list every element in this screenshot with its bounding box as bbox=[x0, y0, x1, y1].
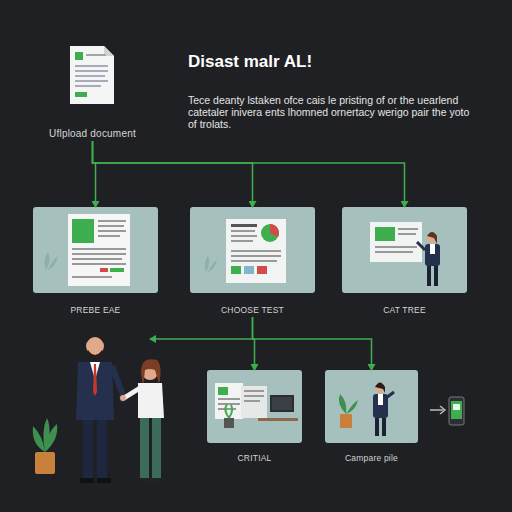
path-shape bbox=[33, 418, 58, 452]
path-shape bbox=[88, 350, 102, 358]
step-card: CRITIAL bbox=[207, 370, 302, 465]
node-label: Uflpload document bbox=[40, 128, 145, 139]
rect-shape bbox=[75, 75, 105, 77]
circle-shape bbox=[120, 395, 126, 401]
flow-connector bbox=[93, 141, 405, 207]
rect-shape bbox=[139, 478, 150, 482]
rect-shape bbox=[80, 478, 94, 483]
node-label: Campare pile bbox=[315, 453, 428, 463]
phone-icon bbox=[430, 397, 464, 425]
node-label: CAT TREE bbox=[332, 305, 477, 315]
path-shape bbox=[90, 362, 100, 380]
rect-shape bbox=[75, 65, 108, 67]
rect-shape bbox=[453, 404, 460, 410]
path-shape bbox=[104, 46, 114, 56]
rect-shape bbox=[451, 401, 462, 419]
path-shape bbox=[112, 366, 124, 400]
path-shape bbox=[138, 383, 164, 418]
rect-shape bbox=[97, 420, 107, 480]
node-label: CHOOSE TEST bbox=[180, 305, 325, 315]
rect-shape bbox=[75, 92, 87, 97]
diagram-title: Disast malr AL! bbox=[188, 52, 488, 72]
description-text: Tece deanty lstaken ofce cais le pristin… bbox=[188, 94, 473, 130]
circle-shape bbox=[86, 337, 104, 355]
card-box bbox=[342, 207, 467, 293]
flow-connector bbox=[93, 141, 96, 207]
path-shape bbox=[430, 409, 443, 411]
path-shape bbox=[70, 46, 114, 104]
node-label: CRITIAL bbox=[197, 453, 312, 463]
path-shape bbox=[124, 388, 140, 398]
flow-connector bbox=[253, 317, 255, 370]
flow-connector bbox=[253, 317, 372, 370]
path-shape bbox=[76, 362, 114, 420]
rect-shape bbox=[151, 478, 162, 482]
path-shape bbox=[86, 335, 104, 344]
path-shape bbox=[93, 364, 97, 396]
rect-shape bbox=[35, 452, 55, 474]
node-label: PREBE EAE bbox=[23, 305, 168, 315]
step-card: CAT TREE bbox=[342, 207, 467, 317]
rect-shape bbox=[97, 478, 111, 483]
rect-shape bbox=[75, 70, 108, 72]
circle-shape bbox=[142, 364, 158, 380]
rect-shape bbox=[449, 397, 464, 425]
rect-shape bbox=[75, 52, 83, 60]
card-box bbox=[190, 207, 315, 293]
rect-shape bbox=[75, 80, 108, 82]
branch-arrow bbox=[150, 338, 253, 340]
rect-shape bbox=[75, 85, 101, 87]
card-box bbox=[207, 370, 302, 443]
document-icon bbox=[70, 46, 114, 104]
rect-shape bbox=[140, 418, 149, 480]
step-card: CHOOSE TEST bbox=[190, 207, 315, 317]
path-shape bbox=[440, 406, 445, 414]
path-shape bbox=[141, 359, 161, 388]
step-card: PREBE EAE bbox=[33, 207, 158, 317]
rect-shape bbox=[86, 54, 106, 56]
upload-node: Uflpload document bbox=[50, 44, 135, 141]
rect-shape bbox=[83, 420, 93, 480]
flow-connector bbox=[93, 141, 253, 207]
step-card: Campare pile bbox=[325, 370, 418, 465]
people-illustration bbox=[33, 335, 164, 483]
rect-shape bbox=[152, 418, 161, 480]
card-box bbox=[33, 207, 158, 293]
card-box bbox=[325, 370, 418, 443]
